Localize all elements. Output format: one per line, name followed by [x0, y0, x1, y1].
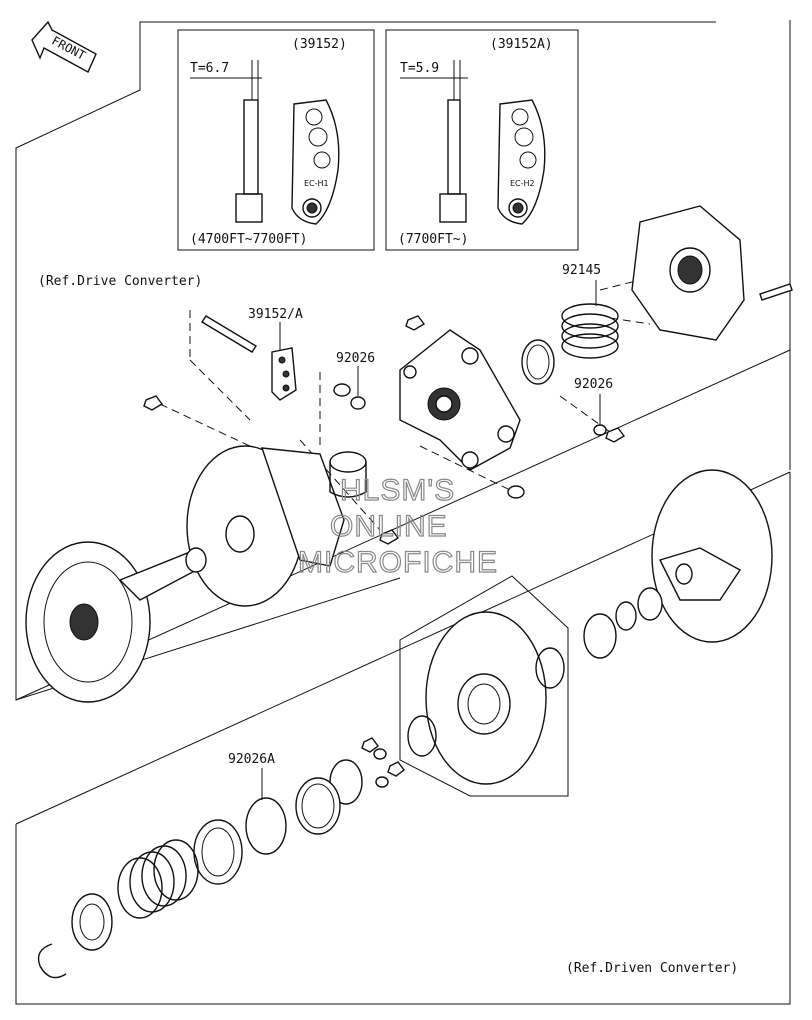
- callout-92026-left: 92026: [336, 351, 375, 366]
- weight-arm-39152: [271, 347, 297, 401]
- watermark-line-2: ONLINE: [330, 510, 448, 543]
- driven-spring-seat: [71, 893, 113, 951]
- watermark-line-3: MICROFICHE: [298, 546, 498, 579]
- bushing-sleeve: [329, 451, 367, 498]
- inset1-code: (39152): [292, 37, 347, 52]
- cap-right: [507, 485, 525, 499]
- callout-92026-right: 92026: [574, 377, 613, 392]
- nut-center: [379, 529, 400, 545]
- bushing-92026-right: [593, 424, 626, 443]
- inset2-thickness: T=5.9: [400, 61, 439, 76]
- inset-39152a: (39152A) T=5.9 EC-H2 (7700FT~): [385, 29, 579, 251]
- nut-left: [143, 395, 164, 411]
- cover-plate: [631, 205, 745, 341]
- ref-driven-label: (Ref.Driven Converter): [566, 961, 738, 976]
- driven-small-parts: [361, 737, 405, 788]
- inset-39152: (39152) T=6.7 EC-H1 (4700FT~7700FT): [177, 29, 375, 251]
- inset1-range: (4700FT~7700FT): [190, 232, 307, 247]
- nut-top-center: [405, 315, 426, 331]
- inset1-mark: EC-H1: [304, 179, 329, 188]
- bolt: [759, 283, 793, 301]
- driven-fixed-sheave: [651, 469, 773, 643]
- movable-sheave: [186, 445, 345, 607]
- front-arrow-icon: FRONT: [31, 20, 97, 73]
- inset2-range: (7700FT~): [398, 232, 468, 247]
- spring-92145: [561, 303, 619, 359]
- callout-92026a: 92026A: [228, 752, 275, 767]
- watermark: HLSM'S ONLINE MICROFICHE: [297, 473, 498, 579]
- callout-92145: 92145: [562, 263, 601, 278]
- fixed-sheave: [25, 541, 207, 703]
- bushing-92026-left: [333, 383, 366, 410]
- inset2-code: (39152A): [490, 37, 553, 52]
- adjuster-pin: [201, 315, 257, 353]
- front-label: FRONT: [49, 33, 87, 62]
- snap-ring: [37, 943, 67, 979]
- inset1-thickness: T=6.7: [190, 61, 229, 76]
- callout-39152a: 39152/A: [248, 307, 303, 322]
- spider-assembly: [399, 329, 521, 471]
- inset2-mark: EC-H2: [510, 179, 535, 188]
- driven-rings: [193, 759, 363, 885]
- ref-drive-label: (Ref.Drive Converter): [38, 274, 202, 289]
- driven-movable-sheave: [399, 575, 569, 797]
- watermark-line-1: HLSM'S: [340, 474, 455, 507]
- driven-spring: [117, 839, 199, 919]
- ring-drive: [521, 339, 555, 385]
- driven-seal-rings: [583, 587, 663, 659]
